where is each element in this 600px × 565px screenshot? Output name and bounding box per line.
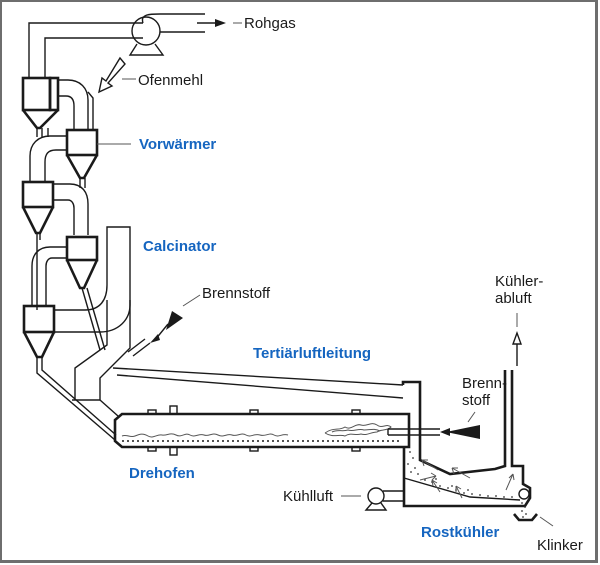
leader-klinker — [539, 516, 554, 527]
calcinator — [54, 226, 131, 417]
preheater-tower — [21, 76, 117, 441]
label-tertiaerluftleitung: Tertiärluftleitung — [253, 345, 371, 362]
label-klinker: Klinker — [537, 537, 583, 554]
label-brennstoff-calcinator: Brennstoff — [202, 285, 271, 302]
cooler-exhaust-arrow — [512, 313, 522, 366]
label-brennstoff-ofen-line1: Brenn- — [462, 375, 507, 392]
label-vorwaermer: Vorwärmer — [139, 136, 216, 153]
label-kuehlluft: Kühlluft — [283, 488, 334, 505]
kiln-hood — [401, 380, 422, 438]
label-drehofen: Drehofen — [129, 465, 195, 482]
label-ofenmehl: Ofenmehl — [138, 72, 203, 89]
label-brennstoff-ofen-line2: stoff — [462, 392, 491, 409]
grate-cooler — [402, 370, 538, 522]
label-rostkuehler: Rostkühler — [421, 524, 500, 541]
label-kuehlerabluft-line2: abluft — [495, 290, 533, 307]
ofenmehl-arrow — [87, 56, 136, 130]
rohgas-arrow — [197, 19, 242, 27]
calcinator-fuel-arrow — [127, 294, 201, 357]
label-rohgas: Rohgas — [244, 15, 296, 32]
cooling-air-fan — [341, 487, 404, 511]
rotary-kiln — [113, 405, 440, 456]
label-calcinator: Calcinator — [143, 238, 217, 255]
exhaust-fan — [28, 13, 205, 77]
label-kuehlerabluft-line1: Kühler- — [495, 273, 543, 290]
tertiary-air-duct — [112, 367, 404, 399]
kiln-fuel-arrow — [440, 411, 480, 439]
